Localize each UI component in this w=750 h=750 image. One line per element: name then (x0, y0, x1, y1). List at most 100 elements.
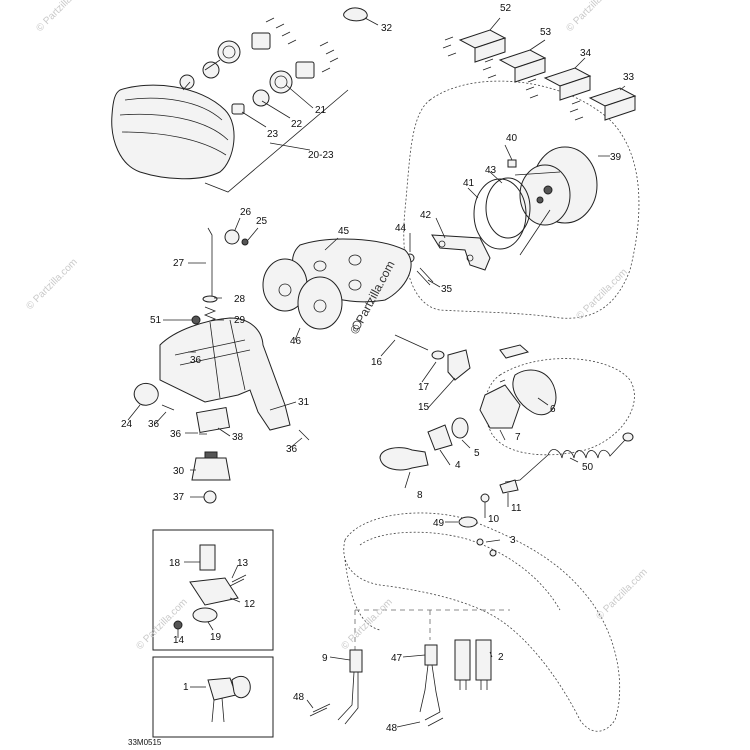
nut-25 (241, 238, 249, 246)
callout-3: 3 (510, 535, 516, 546)
callout-34: 34 (580, 48, 592, 59)
watermark-right-mid: © Partzilla.com (574, 267, 629, 322)
headlight-bracket-20-23 (204, 89, 349, 193)
callout-53: 53 (540, 27, 552, 38)
cap-4 (427, 424, 453, 451)
switch-34 (525, 67, 592, 101)
ring-19 (192, 607, 218, 623)
callout-49: 49 (433, 518, 445, 529)
switches-2-pins (459, 680, 488, 690)
callout-50: 50 (582, 462, 594, 473)
watermark-top-right: © Partzilla.com (564, 0, 619, 34)
callout-39: 39 (610, 152, 622, 163)
callout-16: 16 (371, 357, 383, 368)
dashed-center-line (354, 609, 510, 650)
sensor-18 (199, 544, 216, 571)
hardware-leader-lines (445, 493, 509, 543)
fitting-15 (447, 349, 471, 381)
knob-30 (191, 457, 231, 481)
callout-24: 24 (121, 419, 133, 430)
bracket-leader-lines (127, 217, 303, 498)
watermark-top-left: © Partzilla.com (34, 0, 89, 34)
inset-box-1 (152, 656, 274, 738)
gauge-39-knob-a (543, 185, 553, 195)
terminal-pins-lower (319, 41, 339, 73)
switch-1-wires (211, 697, 225, 723)
pin-16 (394, 334, 429, 351)
callout-22: 22 (291, 119, 303, 130)
callout-17: 17 (418, 382, 430, 393)
disc-46-lower (297, 276, 343, 330)
screw-35 (416, 267, 434, 286)
headlight-bulb-21-left (179, 74, 195, 90)
callout-44: 44 (395, 223, 407, 234)
callout-11: 11 (511, 503, 522, 514)
callout-27: 27 (173, 258, 185, 269)
callout-4: 4 (455, 460, 461, 471)
wire-tie-32 (343, 7, 368, 22)
callout-48-b: 48 (386, 723, 398, 734)
callout-46: 46 (290, 336, 302, 347)
plate-45-hole-b (348, 254, 362, 266)
callout-1: 1 (183, 682, 189, 693)
callout-33: 33 (623, 72, 635, 83)
bracket-31-ribs (174, 319, 251, 399)
strap-24 (133, 383, 159, 406)
clip-50-end (622, 432, 634, 442)
headlight-lens-lines (119, 97, 229, 156)
switch-33 (569, 87, 637, 121)
headlight-ring-22 (202, 61, 220, 79)
connector-47 (424, 644, 438, 666)
headlight-cap-21-inner (222, 45, 236, 59)
callout-5: 5 (474, 448, 480, 459)
upper-body-dotted-outline (403, 80, 640, 319)
plate-38 (195, 406, 231, 434)
switches-2 (454, 639, 492, 681)
bulb-socket-22 (252, 89, 270, 107)
callout-13: 13 (237, 558, 249, 569)
callout-37: 37 (173, 492, 185, 503)
callout-51: 51 (150, 315, 162, 326)
callout-12: 12 (244, 599, 256, 610)
callout-2: 2 (498, 652, 504, 663)
switch-body-6 (512, 369, 557, 416)
harness-47-wires (419, 664, 441, 713)
callout-52: 52 (500, 3, 512, 14)
knob-30-top (204, 451, 218, 459)
connector-plug-upper (251, 32, 271, 50)
connector-plug-lower (295, 61, 315, 79)
rod-27 (207, 227, 213, 300)
callout-45: 45 (338, 226, 350, 237)
headlight-cap-21 (217, 40, 241, 64)
bracket-31 (159, 317, 291, 431)
callout-6: 6 (550, 404, 556, 415)
callout-14: 14 (173, 635, 185, 646)
ring-5 (451, 417, 469, 439)
callout-8: 8 (417, 490, 423, 501)
cord-end-50 (504, 454, 549, 483)
watermark-bottom-mid: © Partzilla.com (339, 597, 394, 652)
terminals-48 (309, 703, 444, 727)
nut-37 (203, 490, 217, 504)
gasket-41 (473, 178, 527, 250)
callout-36-c: 36 (170, 429, 182, 440)
lower-hull-dotted-edge (344, 559, 381, 631)
washer-17 (431, 350, 445, 360)
callout-30: 30 (173, 466, 185, 477)
knob-26 (224, 229, 240, 245)
gasket-43 (485, 177, 531, 239)
key-leader-lines (380, 339, 579, 489)
gauge-39-knob-b (536, 196, 544, 204)
fitting-15b (499, 344, 530, 359)
harness-leader-lines (306, 651, 493, 728)
callout-40: 40 (506, 133, 518, 144)
connector-9 (349, 649, 363, 673)
washer-28 (202, 295, 218, 303)
switch-52 (442, 29, 507, 63)
bracket-42 (431, 234, 491, 271)
inset-1-leaders (177, 561, 241, 638)
callout-15: 15 (418, 402, 430, 413)
callout-47: 47 (391, 653, 403, 664)
disc-46-lower-hole (313, 299, 327, 313)
callout-36-b: 36 (148, 419, 160, 430)
